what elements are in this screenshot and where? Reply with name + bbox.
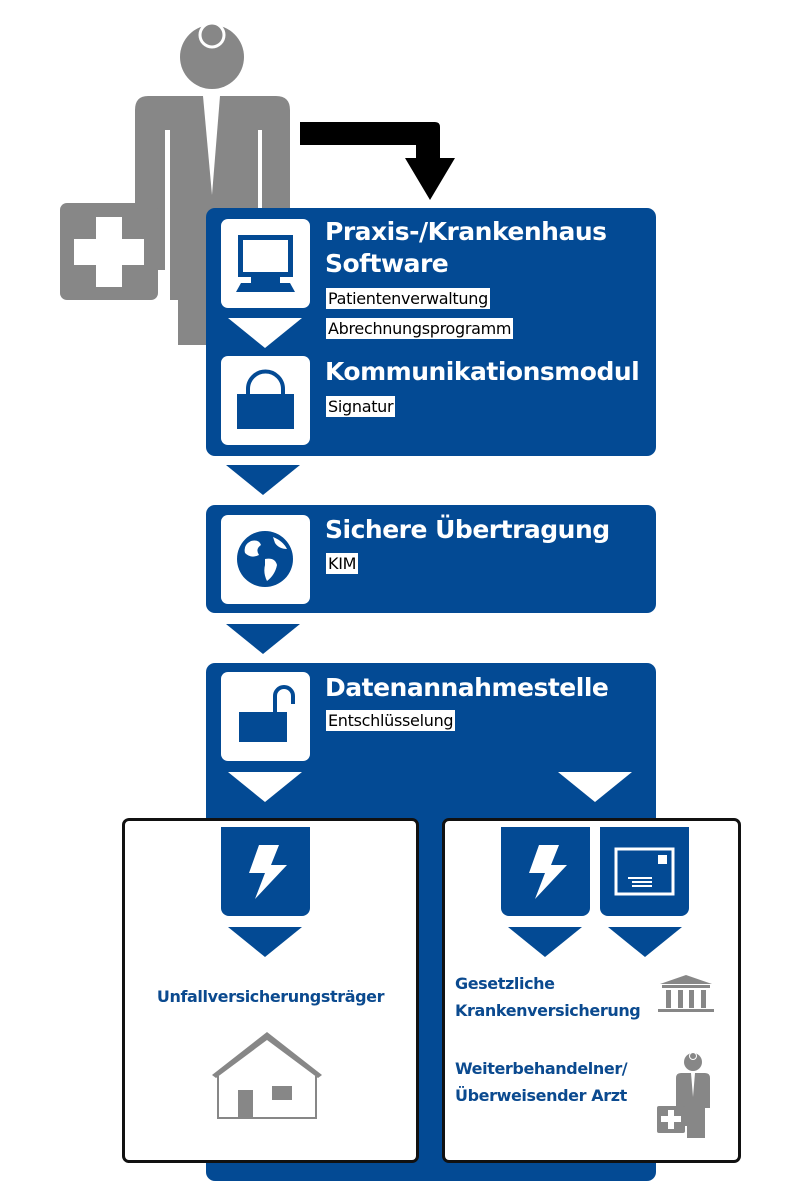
electronic-channel-tile [221, 827, 310, 916]
unlock-tile [221, 672, 310, 761]
arrow-down-icon [228, 318, 302, 348]
step-label: Abrechnungsprogramm [326, 318, 514, 339]
step-label: Entschlüsselung [326, 710, 456, 731]
electronic-channel-tile [501, 827, 590, 916]
step-title: Datenannahmestelle [325, 673, 609, 702]
recipient-title: Unfallversicherungsträger [156, 987, 385, 1006]
arrow-down-icon [608, 927, 682, 957]
arrow-down-icon [226, 465, 300, 495]
step-title: Kommunikationsmodul [325, 357, 640, 386]
arrow-down-icon [226, 624, 300, 654]
recipient-title: Überweisender Arzt [455, 1086, 627, 1105]
lightning-icon [529, 845, 567, 899]
computer-icon [236, 235, 295, 292]
step-label: Signatur [326, 396, 396, 417]
globe-icon [237, 531, 293, 587]
computer-tile [221, 219, 310, 308]
lock-closed-icon [237, 369, 294, 429]
recipient-title: Weiterbehandelner/ [455, 1059, 628, 1078]
step-title: Sichere Übertragung [325, 515, 610, 544]
doctor-icon [657, 1052, 710, 1138]
flow-arrow [300, 122, 455, 200]
lock-open-icon [239, 685, 295, 742]
step-title: Software [325, 249, 449, 278]
house-icon [212, 1032, 322, 1119]
recipient-title: Krankenversicherung [455, 1001, 641, 1020]
step-label: KIM [326, 553, 359, 574]
arrow-down-icon [228, 927, 302, 957]
bank-icon [658, 975, 714, 1012]
arrow-down-icon [508, 927, 582, 957]
lock-tile [221, 356, 310, 445]
lightning-icon [249, 845, 287, 899]
arrow-down-icon [558, 772, 632, 802]
arrow-down-icon [228, 772, 302, 802]
step-label: Patientenverwaltung [326, 288, 490, 309]
globe-tile [221, 515, 310, 604]
recipient-title: Gesetzliche [455, 974, 555, 993]
mail-channel-tile [600, 827, 689, 916]
step-title: Praxis-/Krankenhaus [325, 217, 607, 246]
mail-icon [614, 847, 675, 896]
